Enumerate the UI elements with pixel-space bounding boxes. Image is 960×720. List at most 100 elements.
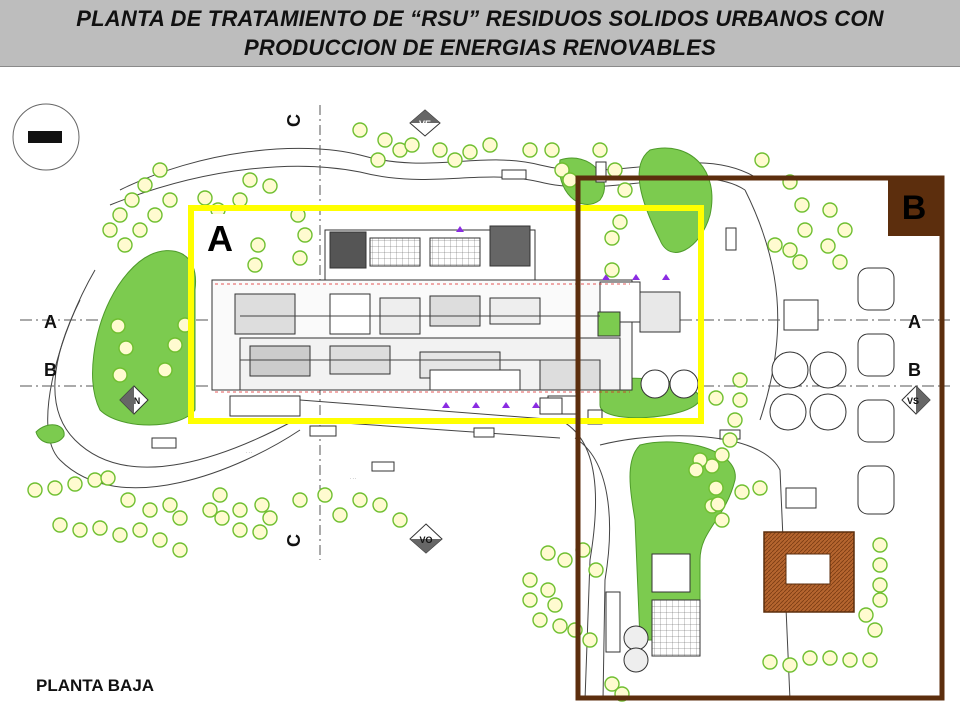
- tree: [522, 592, 538, 608]
- tree: [252, 524, 268, 540]
- anaerobic-pad: [763, 531, 855, 613]
- vehicles: [151, 161, 741, 472]
- tree: [872, 557, 888, 573]
- tree: [762, 654, 778, 670]
- tree: [522, 142, 538, 158]
- section-a-left: A: [44, 312, 57, 332]
- tree: [232, 502, 248, 518]
- tree: [167, 337, 183, 353]
- tree: [332, 507, 348, 523]
- tree: [688, 462, 704, 478]
- tree: [544, 142, 560, 158]
- tree: [214, 510, 230, 526]
- tree: [837, 222, 853, 238]
- tree: [100, 470, 116, 486]
- site-plan: VE VO N VS · · · · · ·: [12, 103, 950, 702]
- tree: [797, 222, 813, 238]
- svg-text:· · ·: · · ·: [350, 476, 356, 481]
- tree: [352, 122, 368, 138]
- tree: [112, 367, 128, 383]
- tree: [482, 137, 498, 153]
- tree: [612, 214, 628, 230]
- purple-markers: [442, 226, 670, 408]
- tree: [152, 162, 168, 178]
- tree: [297, 227, 313, 243]
- tree: [262, 178, 278, 194]
- tree: [132, 222, 148, 238]
- zone-a-outline: [188, 205, 704, 424]
- building-text-annotations: · · · · · ·: [246, 450, 356, 481]
- tree: [47, 480, 63, 496]
- tree: [547, 597, 563, 613]
- tree: [370, 152, 386, 168]
- tree: [67, 476, 83, 492]
- tree: [604, 262, 620, 278]
- vo-sign: VO: [409, 523, 443, 554]
- tree: [708, 480, 724, 496]
- title-bar: PLANTA DE TRATAMIENTO DE “RSU” RESIDUOS …: [0, 0, 960, 67]
- tree: [714, 447, 730, 463]
- vs-sign: VS: [901, 385, 931, 415]
- tree: [120, 492, 136, 508]
- tree: [794, 197, 810, 213]
- floor-label: PLANTA BAJA: [36, 676, 155, 695]
- tree: [592, 142, 608, 158]
- tree: [142, 502, 158, 518]
- ns-label: N: [134, 396, 141, 406]
- tree: [822, 202, 838, 218]
- tree: [102, 222, 118, 238]
- tree: [372, 497, 388, 513]
- tree: [872, 577, 888, 593]
- tree: [317, 487, 333, 503]
- tree: [132, 522, 148, 538]
- tree: [708, 390, 724, 406]
- tree: [52, 517, 68, 533]
- tree: [867, 622, 883, 638]
- tree: [557, 552, 573, 568]
- tree: [842, 652, 858, 668]
- tree: [124, 192, 140, 208]
- tree: [554, 162, 570, 178]
- tree: [822, 650, 838, 666]
- tree: [802, 650, 818, 666]
- tree: [72, 522, 88, 538]
- ve-label: VE: [419, 119, 431, 129]
- tree: [562, 172, 578, 188]
- section-b-left: B: [44, 360, 57, 380]
- tree: [722, 432, 738, 448]
- tree: [832, 254, 848, 270]
- tree: [767, 237, 783, 253]
- zone-a-label: A: [194, 214, 246, 264]
- tree: [604, 230, 620, 246]
- tree: [147, 207, 163, 223]
- tree: [727, 412, 743, 428]
- tree: [432, 142, 448, 158]
- tree: [92, 520, 108, 536]
- tree: [87, 472, 103, 488]
- tree: [292, 250, 308, 266]
- tree: [352, 492, 368, 508]
- tree: [377, 132, 393, 148]
- tree: [604, 676, 620, 692]
- tree: [582, 632, 598, 648]
- tree: [588, 562, 604, 578]
- tree: [714, 512, 730, 528]
- tree: [540, 582, 556, 598]
- tree: [112, 207, 128, 223]
- tree: [172, 510, 188, 526]
- section-c-bottom: C: [284, 534, 304, 547]
- tree: [734, 484, 750, 500]
- tree: [732, 392, 748, 408]
- tree: [254, 497, 270, 513]
- biodigester-tanks: [640, 267, 895, 515]
- tree: [858, 607, 874, 623]
- tree: [617, 182, 633, 198]
- tree: [112, 527, 128, 543]
- tree: [117, 237, 133, 253]
- tree: [262, 510, 278, 526]
- tree: [232, 522, 248, 538]
- tree: [710, 496, 726, 512]
- tree: [872, 537, 888, 553]
- title-line-1: PLANTA DE TRATAMIENTO DE “RSU” RESIDUOS …: [76, 6, 884, 31]
- tree: [552, 618, 568, 634]
